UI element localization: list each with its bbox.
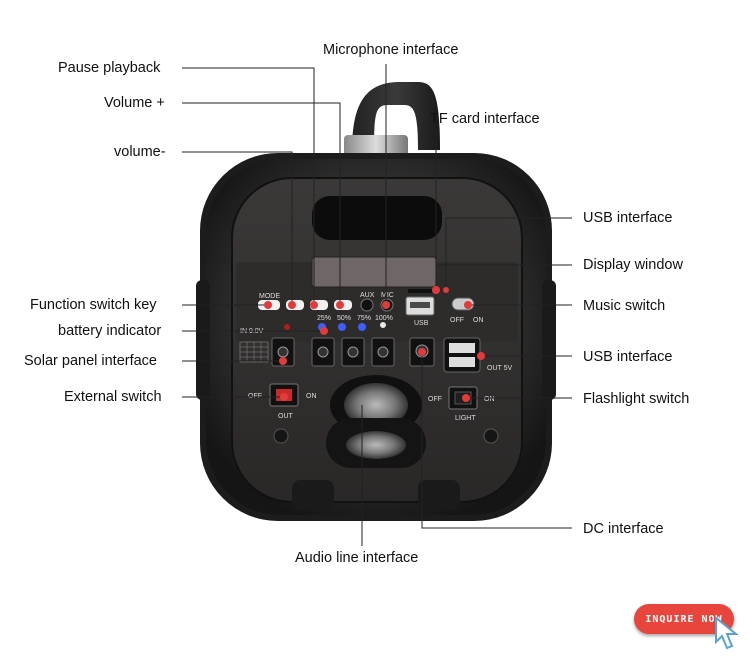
label-solar-panel-interface: Solar panel interface [24, 353, 157, 369]
label-microphone-interface: Microphone interface [323, 42, 459, 58]
label-flashlight-switch: Flashlight switch [583, 391, 690, 407]
leader-lines [182, 64, 572, 546]
ext-out-text: OUT [278, 413, 294, 420]
out-5v-text: OUT 5V [487, 365, 512, 372]
label-display-window: Display window [583, 257, 683, 273]
label-volume-plus: Volume + [104, 95, 165, 111]
ext-on-text: ON [306, 393, 317, 400]
pct-75-text: 75% [357, 315, 371, 322]
label-battery-indicator: battery indicator [58, 323, 162, 339]
music-off-text: OFF [450, 317, 464, 324]
pct-50-text: 50% [337, 315, 351, 322]
tf-card-slot[interactable] [408, 289, 432, 293]
usb-text: USB [414, 320, 429, 327]
label-usb-interface-top: USB interface [583, 210, 673, 226]
mode-text: MODE [259, 293, 280, 300]
label-dc-interface: DC interface [583, 521, 664, 537]
mic-text: MIC [381, 292, 394, 299]
handle [344, 82, 440, 157]
light-on-text: ON [484, 396, 495, 403]
light-text: LIGHT [455, 415, 476, 422]
leader-dots [264, 286, 485, 402]
label-tf-card-interface: TF card interface [430, 111, 540, 127]
pct-25-text: 25% [317, 315, 331, 322]
aux-text: AUX [360, 292, 375, 299]
label-pause-playback: Pause playback [58, 60, 161, 76]
display-window [311, 256, 437, 288]
lower-plate [239, 337, 481, 373]
woofer [326, 375, 426, 468]
music-on-text: ON [473, 317, 484, 324]
light-off-text: OFF [428, 396, 442, 403]
label-usb-interface-bottom: USB interface [583, 349, 673, 365]
label-volume-minus: volume- [114, 144, 166, 160]
aux-jack[interactable] [360, 298, 374, 312]
label-external-switch: External switch [64, 389, 162, 405]
label-function-switch-key: Function switch key [30, 297, 157, 313]
battery-leds [284, 322, 386, 331]
pct-100-text: 100% [375, 315, 393, 322]
label-music-switch: Music switch [583, 298, 666, 314]
cursor-arrow-icon [715, 616, 739, 650]
label-audio-line-interface: Audio line interface [295, 550, 419, 566]
